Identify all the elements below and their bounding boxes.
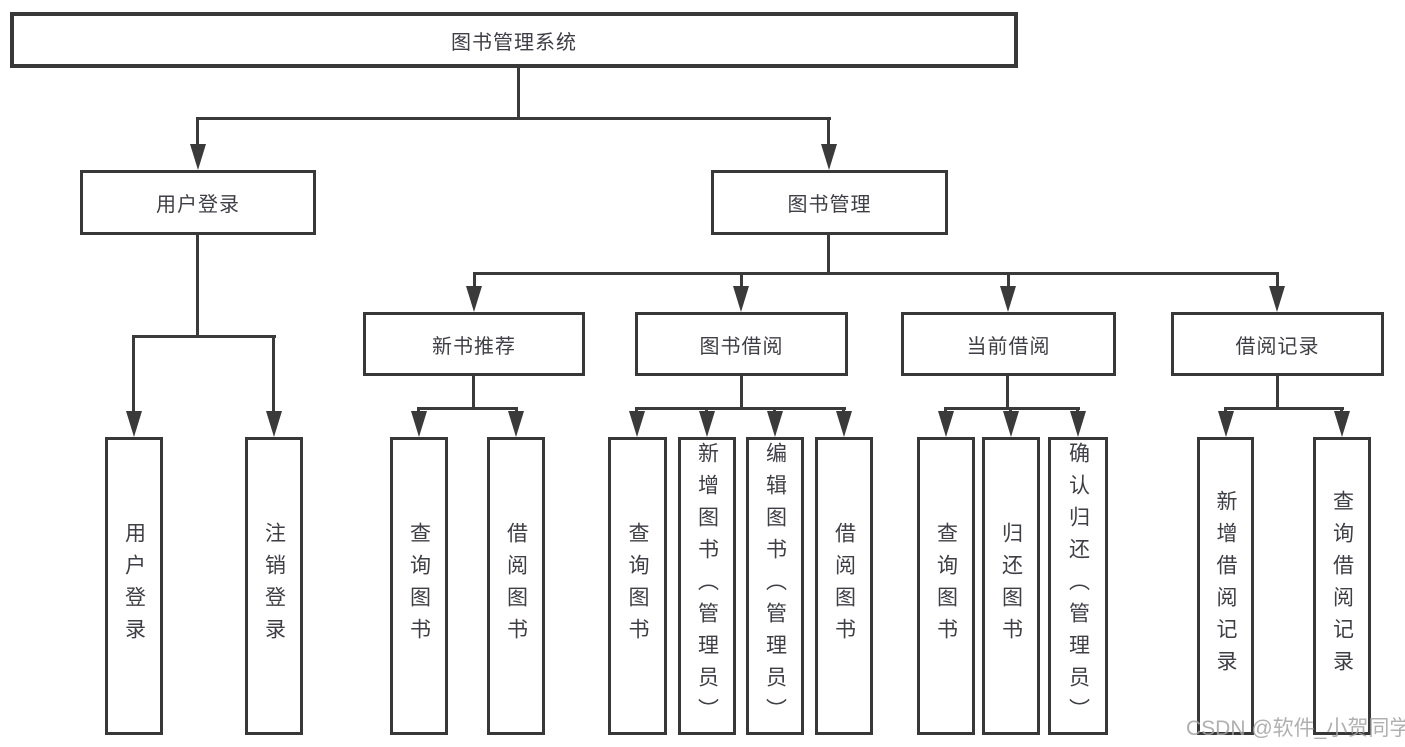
connector-line: [272, 335, 275, 415]
leaf-logout: 注销登录: [245, 437, 303, 735]
leaf-add-borrow-record: 新增借阅记录: [1197, 437, 1254, 735]
connector-line: [196, 117, 199, 148]
arrow-down-icon: [1334, 411, 1350, 437]
node-user-login: 用户登录: [80, 170, 316, 235]
arrow-down-icon: [629, 411, 645, 437]
connector-line: [636, 407, 846, 410]
arrow-down-icon: [836, 411, 852, 437]
arrow-down-icon: [1218, 411, 1234, 437]
leaf-borrow-book-recommend: 借阅图书: [487, 437, 545, 735]
arrow-down-icon: [1003, 411, 1019, 437]
arrow-down-icon: [733, 286, 749, 312]
leaf-query-book-borrow: 查询图书: [608, 437, 667, 735]
connector-line: [197, 117, 831, 120]
leaf-query-borrow-record: 查询借阅记录: [1313, 437, 1371, 735]
leaf-confirm-return-admin: 确认归还（管理员）: [1048, 437, 1108, 735]
connector-line: [1225, 407, 1344, 410]
connector-line: [740, 376, 743, 410]
node-book-management: 图书管理: [711, 170, 948, 235]
node-current-borrow: 当前借阅: [901, 312, 1116, 376]
arrow-down-icon: [1269, 286, 1285, 312]
arrow-down-icon: [266, 411, 282, 437]
connector-line: [740, 272, 743, 290]
leaf-user-login: 用户登录: [105, 437, 163, 735]
connector-line: [473, 272, 476, 290]
leaf-return-book: 归还图书: [982, 437, 1040, 735]
arrow-down-icon: [190, 144, 206, 170]
arrow-down-icon: [821, 144, 837, 170]
leaf-add-book-admin: 新增图书（管理员）: [678, 437, 736, 735]
node-root: 图书管理系统: [10, 12, 1018, 68]
connector-line: [472, 376, 475, 410]
connector-line: [517, 68, 520, 120]
csdn-watermark: CSDN @软件_小贺同学: [1186, 717, 1405, 740]
node-book-borrow: 图书借阅: [635, 312, 848, 376]
node-new-book-recommend: 新书推荐: [363, 312, 585, 376]
connector-line: [827, 117, 830, 148]
arrow-down-icon: [767, 411, 783, 437]
arrow-down-icon: [938, 411, 954, 437]
arrow-down-icon: [1070, 411, 1086, 437]
connector-line: [133, 335, 276, 338]
leaf-query-book-current: 查询图书: [917, 437, 975, 735]
connector-line: [1276, 376, 1279, 410]
connector-line: [132, 335, 135, 415]
connector-line: [196, 235, 199, 338]
arrow-down-icon: [699, 411, 715, 437]
connector-line: [418, 407, 518, 410]
connector-line: [473, 272, 1279, 275]
arrow-down-icon: [126, 411, 142, 437]
connector-line: [1276, 272, 1279, 290]
leaf-query-book-recommend: 查询图书: [390, 437, 448, 735]
connector-line: [1007, 272, 1010, 290]
connector-line: [945, 407, 1080, 410]
node-borrow-records: 借阅记录: [1171, 312, 1384, 376]
connector-line: [827, 235, 830, 275]
arrow-down-icon: [508, 411, 524, 437]
arrow-down-icon: [1000, 286, 1016, 312]
connector-line: [1006, 376, 1009, 410]
leaf-edit-book-admin: 编辑图书（管理员）: [746, 437, 804, 735]
leaf-borrow-book: 借阅图书: [815, 437, 873, 735]
arrow-down-icon: [411, 411, 427, 437]
arrow-down-icon: [466, 286, 482, 312]
